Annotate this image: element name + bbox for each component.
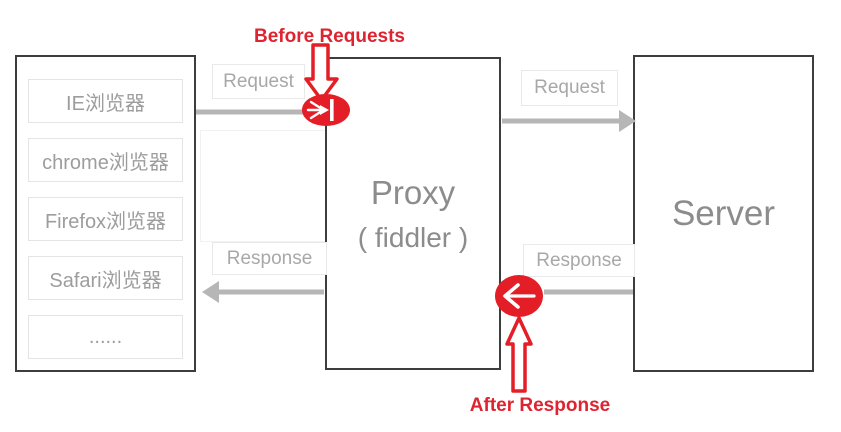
response-arrowhead-left-icon [202,281,219,303]
request-label-client-proxy: Request [212,64,305,99]
double-left-arrow-icon [503,283,536,309]
client-item-ie: IE浏览器 [28,79,183,123]
after-response-arrow-up-icon [505,316,533,393]
client-item-safari: Safari浏览器 [28,256,183,300]
server-box: Server [633,55,814,372]
response-label-server-proxy: Response [523,244,635,277]
after-response-annotation: After Response [469,395,611,416]
faint-panel [200,130,329,242]
proxy-title: Proxy [370,173,456,211]
client-item-others: ...... [28,315,183,359]
before-requests-annotation: Before Requests [254,26,405,47]
request-label-proxy-server: Request [521,70,618,106]
client-item-firefox: Firefox浏览器 [28,197,183,241]
server-title: Server [671,193,776,233]
arrow-into-wall-icon [306,100,324,120]
proxy-box: Proxy ( fiddler ) [325,57,501,370]
client-item-chrome: chrome浏览器 [28,138,183,182]
response-breakpoint-badge [495,275,543,317]
response-label-proxy-client: Response [212,242,327,275]
clients-box: IE浏览器 chrome浏览器 Firefox浏览器 Safari浏览器 ...… [15,55,196,372]
proxy-subtitle: ( fiddler ) [357,221,469,253]
